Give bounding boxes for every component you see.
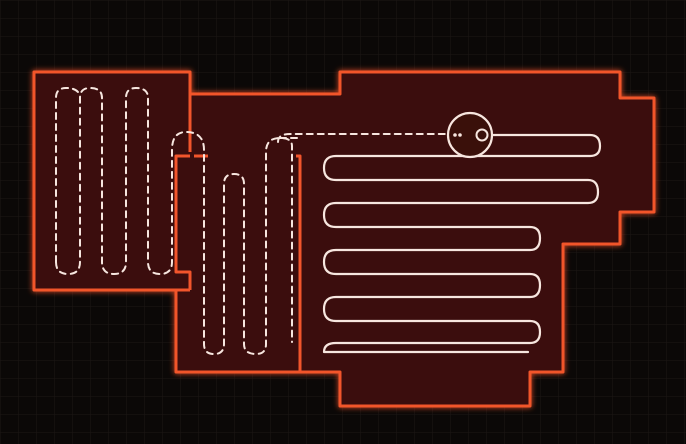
- wall-middle-room: [194, 154, 302, 372]
- planned-cleaning-path: [55, 87, 449, 355]
- wall-left-room: [174, 94, 192, 290]
- planned-path-left-room: [55, 87, 301, 355]
- cleaned-path: [322, 133, 602, 354]
- robot-vacuum-icon: [446, 111, 494, 159]
- interior-walls: [174, 94, 342, 406]
- cleaned-path-right-room: [322, 133, 602, 354]
- planned-path-start: [55, 87, 81, 263]
- planned-path-connector: [277, 133, 449, 143]
